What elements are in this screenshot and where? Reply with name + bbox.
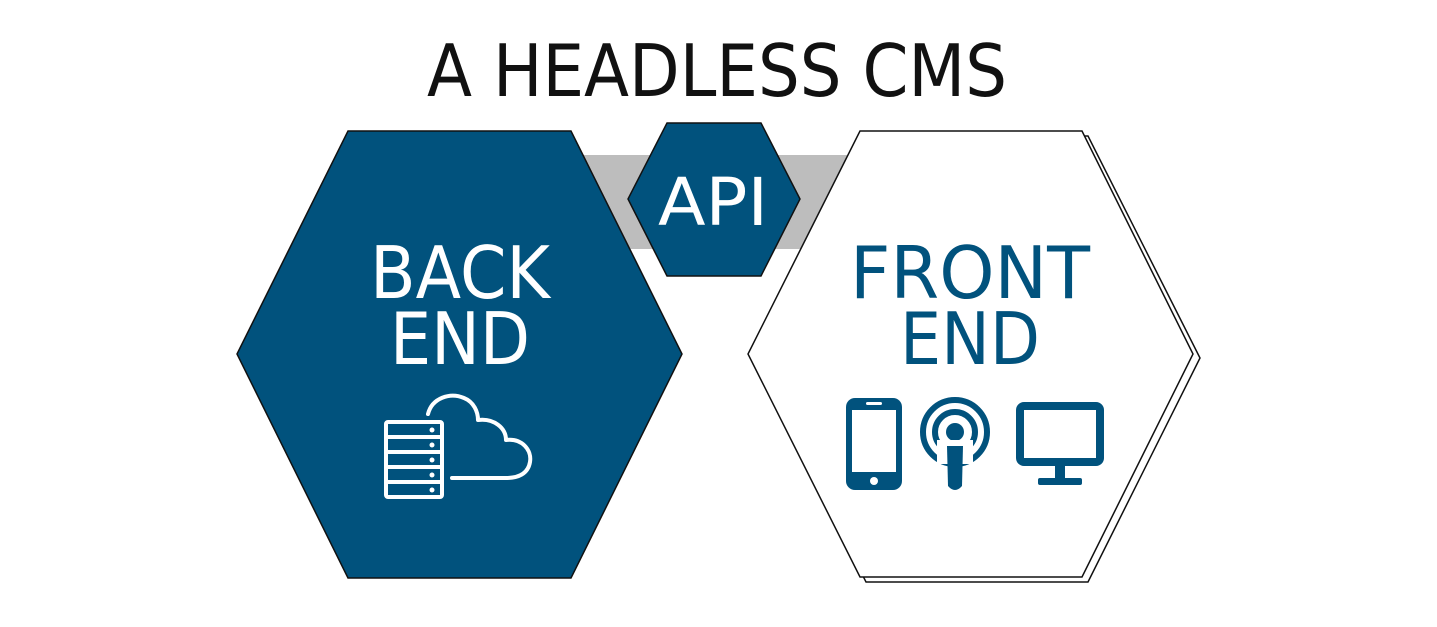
monitor-icon — [1016, 402, 1104, 485]
front-end-label-line2: END — [900, 297, 1040, 381]
api-label: API — [658, 164, 768, 241]
smartphone-icon — [846, 398, 902, 490]
diagram-title: A HEADLESS CMS — [427, 29, 1007, 113]
back-end-hexagon — [236, 130, 683, 579]
api-hexagon — [627, 122, 801, 277]
front-end-label-line1: FRONT — [850, 231, 1091, 315]
back-end-label-line1: BACK — [370, 231, 552, 315]
server-rack-icon — [384, 420, 444, 499]
cloud-icon — [426, 393, 533, 480]
podcast-icon — [920, 397, 990, 490]
back-end-label-line2: END — [390, 297, 530, 381]
